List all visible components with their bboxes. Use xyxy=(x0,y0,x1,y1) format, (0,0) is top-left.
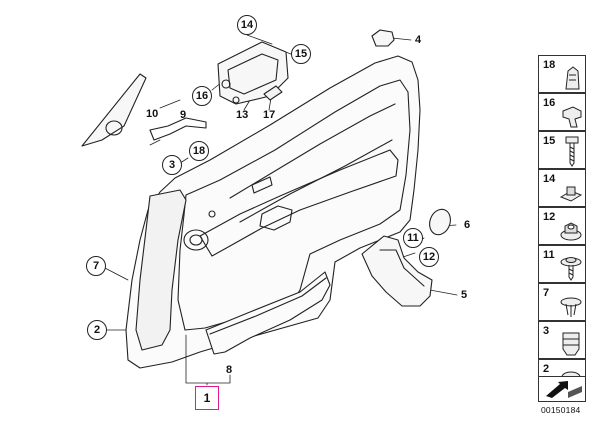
legend-number: 15 xyxy=(543,135,556,147)
legend-item[interactable]: 7 xyxy=(538,283,586,321)
selected-part-callout[interactable]: 1 xyxy=(195,386,219,410)
legend-number: 3 xyxy=(543,325,550,337)
speaker-inner xyxy=(189,234,203,246)
callout-14[interactable]: 14 xyxy=(237,15,257,35)
callout-9[interactable]: 9 xyxy=(180,109,187,121)
legend-item[interactable]: 18 xyxy=(538,55,586,93)
callout-11[interactable]: 11 xyxy=(403,228,423,248)
flange-nut-icon xyxy=(560,222,582,241)
legend-number: 7 xyxy=(543,287,550,299)
legend-number: 14 xyxy=(543,173,556,185)
callout-18[interactable]: 18 xyxy=(189,141,209,161)
upper-contour xyxy=(229,103,396,199)
map-pocket[interactable] xyxy=(205,271,331,355)
speaker-opening xyxy=(183,229,209,251)
washer-screw-icon xyxy=(560,257,582,281)
plug-part-4[interactable] xyxy=(371,29,395,47)
legend-number: 2 xyxy=(543,363,550,375)
legend-number: 18 xyxy=(543,59,556,71)
door-handle-lever xyxy=(227,53,279,95)
side-bezel xyxy=(135,189,187,351)
armrest-contour xyxy=(199,149,399,257)
window-switch-recess xyxy=(251,176,273,194)
callout-4[interactable]: 4 xyxy=(415,34,422,46)
legend-item[interactable]: 11 xyxy=(538,245,586,283)
callout-12[interactable]: 12 xyxy=(419,247,439,267)
callout-13[interactable]: 13 xyxy=(236,109,249,121)
bracket-part-9[interactable] xyxy=(149,117,207,141)
callout-8[interactable]: 8 xyxy=(226,364,233,376)
expanding-rivet-icon xyxy=(560,297,582,317)
door-pocket-part-5[interactable] xyxy=(361,235,433,307)
legend-number: 16 xyxy=(543,97,556,109)
map-pocket-lip xyxy=(209,277,327,335)
door-trim-inner-edge xyxy=(177,79,411,331)
screw-hole xyxy=(208,210,216,218)
spring-clip-icon xyxy=(562,332,580,356)
handle-screw-2 xyxy=(232,96,240,104)
bracket-clip-icon xyxy=(562,106,582,128)
legend-item[interactable]: 14 xyxy=(538,169,586,207)
callout-15[interactable]: 15 xyxy=(291,44,311,64)
legend-item[interactable]: 16 xyxy=(538,93,586,131)
clip-icon xyxy=(565,66,580,90)
handle-cover[interactable] xyxy=(263,85,283,101)
legend-number: 11 xyxy=(543,249,555,261)
callout-2[interactable]: 2 xyxy=(87,320,107,340)
handle-screw xyxy=(221,79,231,89)
small-parts-legend: 18 16 15 14 12 xyxy=(538,55,586,405)
callout-7[interactable]: 7 xyxy=(86,256,106,276)
callout-10[interactable]: 10 xyxy=(146,108,159,120)
screw-icon xyxy=(565,136,579,167)
pocket-inner xyxy=(379,249,425,287)
legend-number: 12 xyxy=(543,211,556,223)
legend-item[interactable]: 15 xyxy=(538,131,586,169)
upper-contour-2 xyxy=(239,139,393,223)
diagram-number: 00150184 xyxy=(541,405,581,415)
callout-17[interactable]: 17 xyxy=(263,109,276,121)
callout-6[interactable]: 6 xyxy=(464,219,471,231)
tweeter xyxy=(105,120,123,136)
door-handle-recess xyxy=(259,205,293,231)
mirror-triangle-cover[interactable] xyxy=(81,73,147,147)
callout-3[interactable]: 3 xyxy=(162,155,182,175)
callout-16[interactable]: 16 xyxy=(192,86,212,106)
legend-item[interactable]: 3 xyxy=(538,321,586,359)
callout-5[interactable]: 5 xyxy=(461,289,468,301)
cover-part-6[interactable] xyxy=(426,206,454,237)
arrow-icon xyxy=(538,376,586,402)
legend-item[interactable]: 12 xyxy=(538,207,586,245)
nut-plate-icon xyxy=(559,186,583,202)
